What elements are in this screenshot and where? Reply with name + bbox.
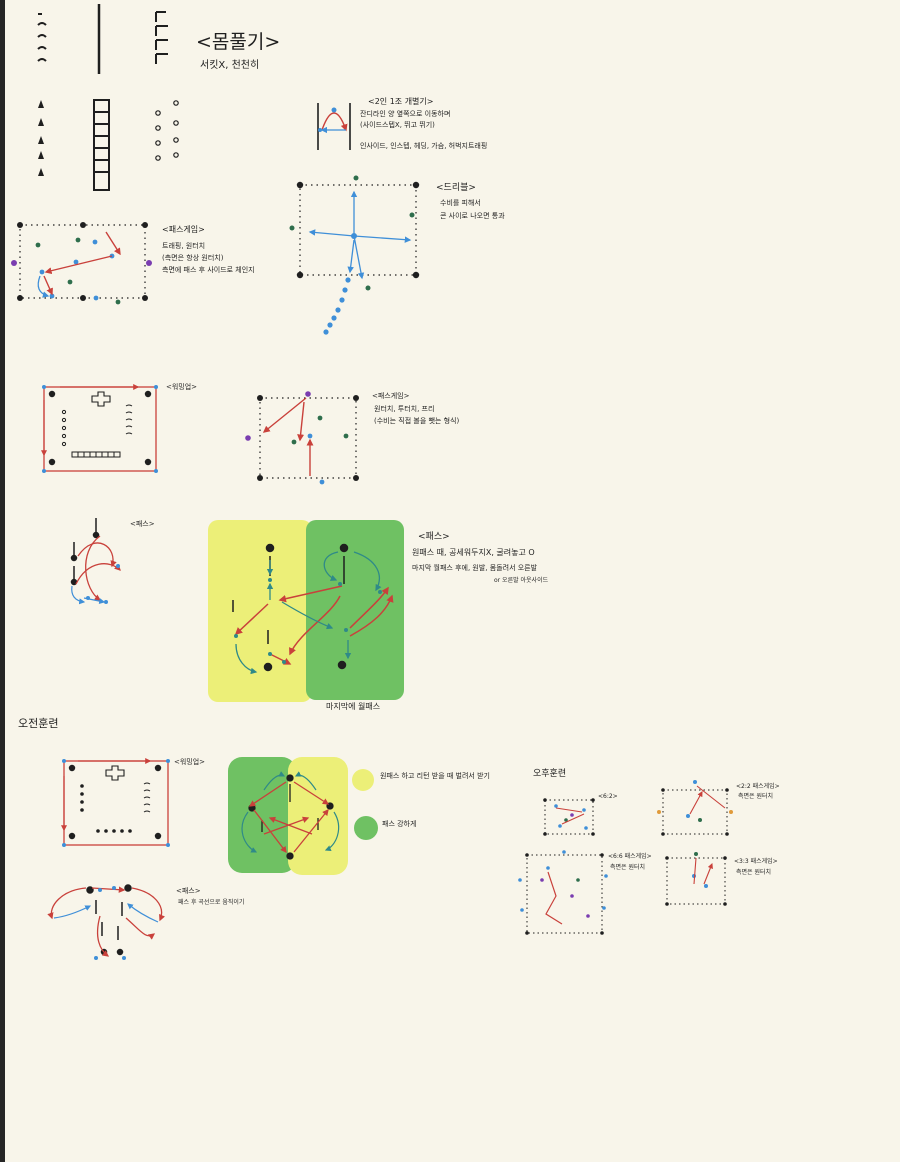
game-3v3-label: <3:3 패스게임> 측면은 원터치 xyxy=(734,857,778,876)
pairs-line-3: 인사이드, 인스텝, 헤딩, 가슴, 허벅지트래핑 xyxy=(360,141,487,150)
pass-big-title: <패스> xyxy=(418,531,450,542)
section-afternoon: 오후훈련 xyxy=(533,767,566,779)
passgame1-line-1: 트래핑, 원터치 xyxy=(162,241,205,250)
warmup1-title: <워밍업> xyxy=(166,382,197,391)
dribble-diagram xyxy=(289,175,420,335)
dribble-line-1: 수비를 피해서 xyxy=(440,198,481,207)
dribble-label: <드리블> 수비를 피해서 콘 사이로 나오면 통과 xyxy=(436,182,505,220)
legend-green-swatch xyxy=(354,816,378,840)
legend-yellow-swatch xyxy=(352,769,374,791)
small-circles xyxy=(155,100,179,161)
pass-curve-title: <패스> xyxy=(176,886,201,895)
pass-game-1-label: <패스게임> 트래핑, 원터치 (측면은 항상 원터치) 측면에 패스 후 사이… xyxy=(162,224,255,274)
passgame2-line-1: 원터치, 투터치, 프리 xyxy=(374,404,434,413)
pass-game-2-diagram xyxy=(245,391,359,485)
pass-small-title: <패스> xyxy=(130,519,155,528)
cone-drops xyxy=(38,100,44,176)
dribble-title: <드리블> xyxy=(436,182,476,193)
pass-curve-line-1: 패스 후 곡선으로 움직이기 xyxy=(178,898,244,906)
pairs-drill-label: <2인 1조 개별기> 잔디라인 양 옆쪽으로 이동하며 (사이드스텝X, 뛰고… xyxy=(360,96,487,150)
passgame1-line-3: 측면에 패스 후 사이드로 체인지 xyxy=(162,265,255,274)
pass-curve-label: <패스> 패스 후 곡선으로 움직이기 xyxy=(176,886,244,906)
pass-big-line-3: or 오른발 아웃사이드 xyxy=(494,576,549,584)
game-2v2-title: <2:2 패스게임> xyxy=(736,782,780,790)
pairs-title: <2인 1조 개별기> xyxy=(368,96,433,106)
pass-game-2-label: <패스게임> 원터치, 투터치, 프리 (수비는 직접 볼을 뺏는 형식) xyxy=(372,391,459,425)
game-2v2-diagram xyxy=(657,780,733,836)
left-edge-bar xyxy=(0,0,5,1162)
page-subtitle: 서킷X, 천천히 xyxy=(200,59,259,71)
warmup-1-diagram xyxy=(41,384,158,473)
pass-small-diagram xyxy=(70,518,121,605)
pass-big-diagram xyxy=(208,520,404,702)
pass-curve-diagram xyxy=(47,884,166,960)
zone-legend: 원패스 하고 리턴 받을 때 벌려서 받기 패스 강하게 xyxy=(352,769,490,840)
pairs-line-1: 잔디라인 양 옆쪽으로 이동하며 xyxy=(360,109,450,118)
warmup-markers xyxy=(37,4,168,191)
game-2v2-label: <2:2 패스게임> 측면은 원터치 xyxy=(736,782,780,800)
pass-big-line-2: 마지막 월패스 후에, 원발, 몸돌려서 오른발 xyxy=(412,563,538,572)
legend-yellow-label: 원패스 하고 리턴 받을 때 벌려서 받기 xyxy=(380,771,490,780)
passgame1-line-2: (측면은 항상 원터치) xyxy=(162,253,224,262)
game-3v3-title: <3:3 패스게임> xyxy=(734,857,778,865)
game-6v6-diagram xyxy=(518,850,608,935)
pass-big-label: <패스> 원패스 때, 공세워두지X, 굴려놓고 O 마지막 월패스 후에, 원… xyxy=(412,531,549,584)
pass-big-line-1: 원패스 때, 공세워두지X, 굴려놓고 O xyxy=(412,547,535,557)
legend-green-label: 패스 강하게 xyxy=(382,819,416,828)
game-6v2-diagram xyxy=(543,798,595,836)
game-2v2-line-1: 측면은 원터치 xyxy=(738,792,773,800)
last-wall-pass-caption: 마지막에 월패스 xyxy=(326,701,380,711)
passgame2-line-2: (수비는 직접 볼을 뺏는 형식) xyxy=(374,416,459,425)
pairs-drill-diagram xyxy=(317,103,351,150)
game-3v3-diagram xyxy=(665,852,727,906)
warmup2-title: <워밍업> xyxy=(174,757,205,766)
section-morning: 오전훈련 xyxy=(18,717,58,730)
game-3v3-line-1: 측면은 원터치 xyxy=(736,868,771,876)
game-6v6-line-1: 측면은 원터치 xyxy=(610,863,645,871)
passgame2-title: <패스게임> xyxy=(372,391,410,400)
game-6v6-label: <6:6 패스게임> 측면은 원터치 xyxy=(608,852,652,871)
zone-pass-diagram xyxy=(228,757,348,875)
pass-game-1-diagram xyxy=(11,222,152,305)
game-6v6-title: <6:6 패스게임> xyxy=(608,852,652,860)
passgame1-title: <패스게임> xyxy=(162,224,205,234)
page-title: <몸풀기> xyxy=(196,31,280,53)
warmup-2-diagram xyxy=(61,758,170,847)
game-6v2-title: <6:2> xyxy=(598,793,618,800)
dribble-line-2: 콘 사이로 나오면 통과 xyxy=(440,211,505,220)
pairs-line-2: (사이드스텝X, 뛰고 뛰기) xyxy=(360,120,435,129)
